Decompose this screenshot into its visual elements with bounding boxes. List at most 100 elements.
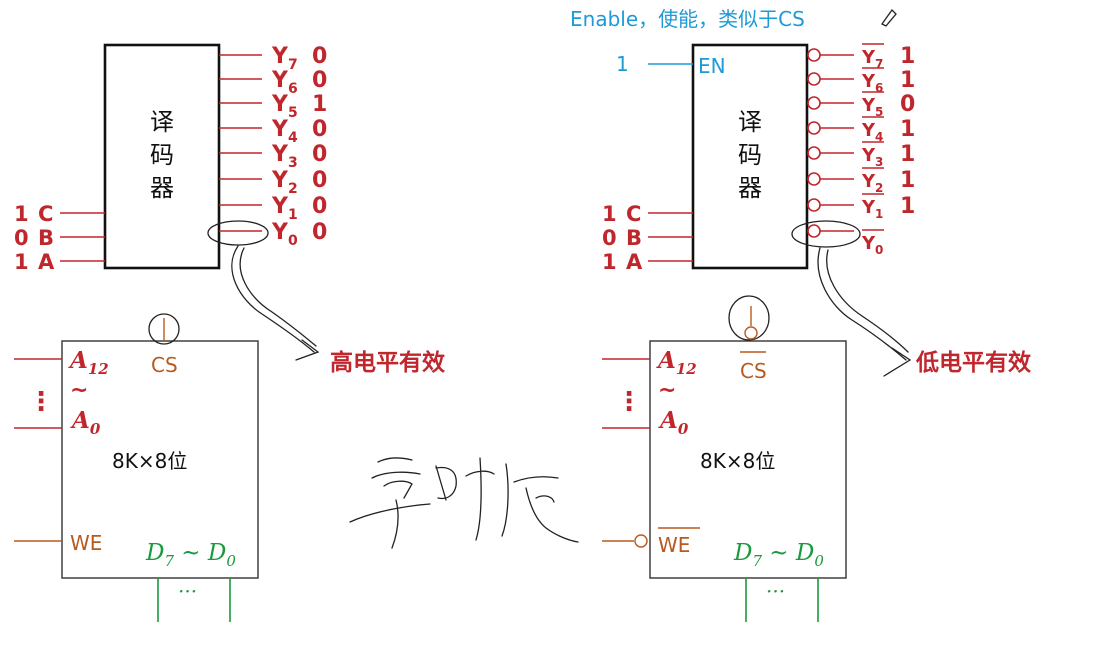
left-decoder-char-2: 码 xyxy=(150,141,174,169)
left-in-name: B xyxy=(38,226,54,250)
right-out-bubble xyxy=(807,224,821,238)
right-out-bubble xyxy=(807,96,821,110)
right-out-label: Y3 xyxy=(861,145,883,169)
right-we-bubble xyxy=(634,534,648,548)
right-out-bubble xyxy=(807,48,821,62)
left-out-value: 0 xyxy=(312,194,327,219)
right-out-bubble xyxy=(807,198,821,212)
right-addr-low: A0 xyxy=(658,407,689,438)
right-out-bubble xyxy=(807,72,821,86)
left-arrow-mark-2 xyxy=(239,247,317,347)
right-out-label: Y2 xyxy=(861,171,883,195)
right-en-value: 1 xyxy=(616,52,629,76)
left-out-value: 1 xyxy=(312,92,327,117)
right-arrow-mark xyxy=(817,247,907,361)
right-enable-note: Enable，使能，类似于CS xyxy=(570,7,805,31)
left-out-value: 0 xyxy=(312,117,327,142)
left-out-label: Y1 xyxy=(271,194,298,223)
right-out-value: 1 xyxy=(900,68,915,93)
left-cs-label: CS xyxy=(151,353,178,377)
left-in-value: 0 xyxy=(14,226,29,250)
left-out-label: Y6 xyxy=(271,68,298,97)
right-out-bubble xyxy=(807,172,821,186)
right-addr-dots: ⋮ xyxy=(616,387,642,417)
right-out-value: 1 xyxy=(900,142,915,167)
left-arrow-mark xyxy=(231,245,315,353)
left-we-label: WE xyxy=(70,531,102,555)
left-out-value: 0 xyxy=(312,68,327,93)
left-in-name: A xyxy=(38,250,55,274)
left-cs-circle-mark xyxy=(148,313,180,345)
right-decoder-char-2: 码 xyxy=(738,141,762,169)
right-arrow-mark-2 xyxy=(826,249,909,353)
left-inputs: 1 C 0 B 1 A xyxy=(14,202,105,274)
right-out-bubble xyxy=(807,121,821,135)
right-outputs: Y7 Y6 Y5 Y4 Y3 Y2 Y1 Y0 1 1 0 1 1 1 1 xyxy=(807,43,915,257)
right-arrow-head xyxy=(883,347,912,377)
right-decoder-char-1: 译 xyxy=(738,108,762,136)
right-cs-bubble xyxy=(744,326,758,340)
right-out-label: Y0 xyxy=(861,233,883,257)
left-out-label: Y0 xyxy=(271,220,298,249)
left-addr-tilde: ~ xyxy=(70,378,88,403)
right-annotation: 低电平有效 xyxy=(915,349,1031,376)
left-out-label: Y5 xyxy=(271,92,298,121)
right-y0-circle-mark xyxy=(791,220,861,248)
right-addr-tilde: ~ xyxy=(658,378,676,403)
left-data-dots: ··· xyxy=(178,579,197,603)
left-in-name: C xyxy=(38,202,53,226)
right-in-value: 0 xyxy=(602,226,617,250)
left-in-value: 1 xyxy=(14,250,29,274)
right-chip-box xyxy=(649,340,847,579)
right-in-value: 1 xyxy=(602,250,617,274)
left-out-value: 0 xyxy=(312,220,327,245)
left-out-label: Y2 xyxy=(271,168,298,197)
right-we-label: WE xyxy=(658,533,690,557)
right-out-value: 0 xyxy=(900,92,915,117)
right-in-value: 1 xyxy=(602,202,617,226)
right-chip-size: 8K×8位 xyxy=(700,449,775,473)
left-addr-high: A12 xyxy=(68,347,109,378)
left-addr-low: A0 xyxy=(70,407,101,438)
left-y0-circle-mark xyxy=(207,220,269,246)
right-cs-label: CS xyxy=(740,359,767,383)
left-chip-size: 8K×8位 xyxy=(112,449,187,473)
right-out-value: 1 xyxy=(900,44,915,69)
right-out-value: 1 xyxy=(900,194,915,219)
right-en-label: EN xyxy=(698,54,726,78)
left-out-value: 0 xyxy=(312,142,327,167)
left-out-label: Y7 xyxy=(271,44,298,73)
left-out-value: 0 xyxy=(312,44,327,69)
left-outputs: Y7 Y6 Y5 Y4 Y3 Y2 Y1 Y0 0 0 1 0 0 0 0 0 xyxy=(219,44,327,249)
right-data-label: D7 ~ D0 xyxy=(733,540,824,570)
handwriting-scribble xyxy=(349,457,579,549)
left-out-label: Y4 xyxy=(271,117,298,146)
right-decoder-char-3: 器 xyxy=(738,174,762,202)
left-in-value: 1 xyxy=(14,202,29,226)
right-out-value: 1 xyxy=(900,168,915,193)
right-in-name: B xyxy=(626,226,642,250)
pencil-icon xyxy=(881,8,897,27)
right-out-label: Y7 xyxy=(861,47,883,71)
left-out-value: 0 xyxy=(312,168,327,193)
right-cs-circle-mark xyxy=(728,295,770,341)
left-out-label: Y3 xyxy=(271,142,298,171)
left-decoder-box xyxy=(103,43,221,270)
right-out-label: Y6 xyxy=(861,71,883,95)
right-in-name: C xyxy=(626,202,641,226)
right-out-bubble xyxy=(807,146,821,160)
right-addr-high: A12 xyxy=(656,347,697,378)
right-inputs: 1 C 0 B 1 A xyxy=(602,202,693,274)
right-decoder-box xyxy=(691,43,809,270)
left-arrow-head xyxy=(295,339,320,361)
right-out-value: 1 xyxy=(900,117,915,142)
left-chip-box xyxy=(61,340,259,579)
right-out-label: Y1 xyxy=(861,197,883,221)
left-annotation: 高电平有效 xyxy=(330,349,445,376)
right-out-label: Y5 xyxy=(861,95,883,119)
left-data-label: D7 ~ D0 xyxy=(145,540,236,570)
left-decoder-char-3: 器 xyxy=(150,174,174,202)
left-decoder-char-1: 译 xyxy=(150,108,174,136)
right-out-label: Y4 xyxy=(861,120,883,144)
